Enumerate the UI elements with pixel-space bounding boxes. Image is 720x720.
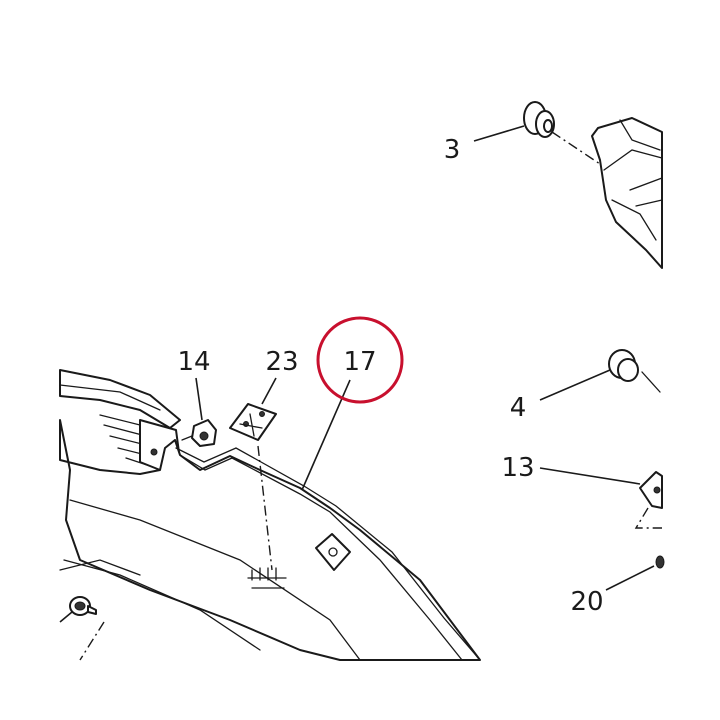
callout-17: 17: [343, 347, 376, 377]
leader-bottom-left-screw: [59, 611, 73, 623]
side-fairing-panel-part-17: [59, 369, 481, 661]
leader-23: [261, 377, 277, 405]
square-clip-part-23: [229, 403, 277, 441]
mount-slot-23: [247, 567, 287, 589]
grommet-part-3: [523, 101, 555, 138]
highlight-circle-17: [316, 316, 404, 404]
clip-nut-part-13: [639, 471, 663, 509]
callout-23: 23: [265, 347, 298, 377]
callout-14: 14: [177, 347, 210, 377]
leader-20: [605, 565, 655, 591]
screw-part-20: [655, 555, 665, 569]
leader-14: [195, 377, 203, 421]
grommet-part-4: [608, 349, 639, 382]
assembly-line-bottom-left: [79, 621, 105, 661]
well-nut-part-14: [181, 419, 217, 447]
callout-13: 13: [501, 453, 534, 483]
callout-4: 4: [510, 393, 527, 423]
leader-3: [473, 125, 525, 142]
callout-3: 3: [444, 135, 461, 165]
assembly-line-13: [634, 507, 662, 529]
leader-17: [301, 379, 351, 491]
callout-20: 20: [570, 587, 603, 617]
leader-13: [539, 467, 641, 485]
leader-4: [539, 369, 611, 401]
bracket-edge-4: [641, 371, 661, 393]
upper-right-bracket-part: [591, 117, 663, 269]
assembly-line-23: [257, 445, 273, 571]
screw-part-bottom-left: [69, 596, 97, 616]
assembly-line-3: [551, 131, 601, 165]
